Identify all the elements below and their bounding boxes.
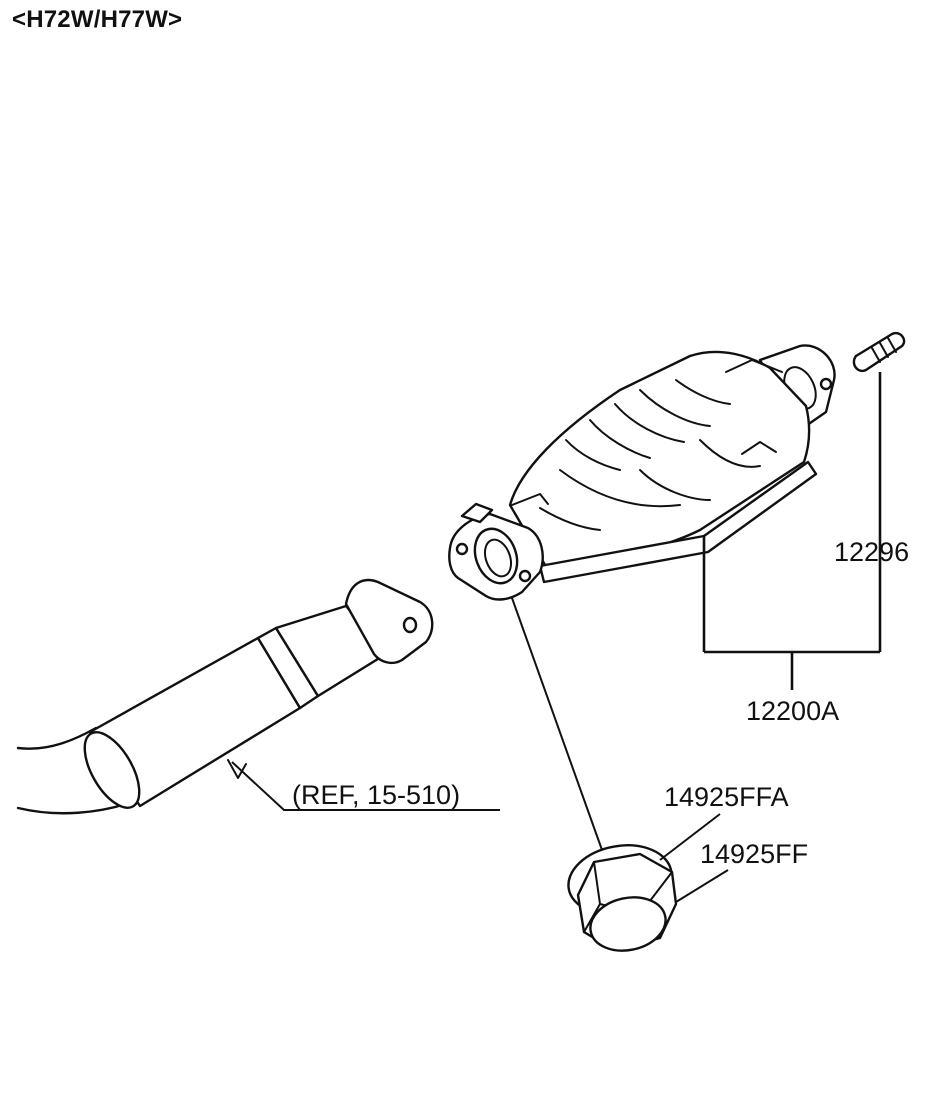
label-12296: 12296 — [834, 537, 909, 567]
label-14925ff: 14925FF — [700, 839, 808, 869]
flange-nut — [567, 844, 678, 952]
leader-14925ffa — [659, 813, 721, 861]
stud-bolt — [852, 331, 906, 373]
leader-14925ff — [675, 869, 729, 903]
model-code-title: <H72W/H77W> — [12, 6, 183, 33]
label-reference: (REF, 15-510) — [292, 780, 460, 810]
label-12200a: 12200A — [746, 696, 839, 726]
label-14925ffa: 14925FFA — [664, 782, 789, 812]
catalytic-converter — [448, 344, 836, 601]
leader-nut-to-flange — [511, 597, 603, 851]
front-exhaust-pipe — [16, 578, 434, 815]
leader-reference — [231, 761, 500, 811]
